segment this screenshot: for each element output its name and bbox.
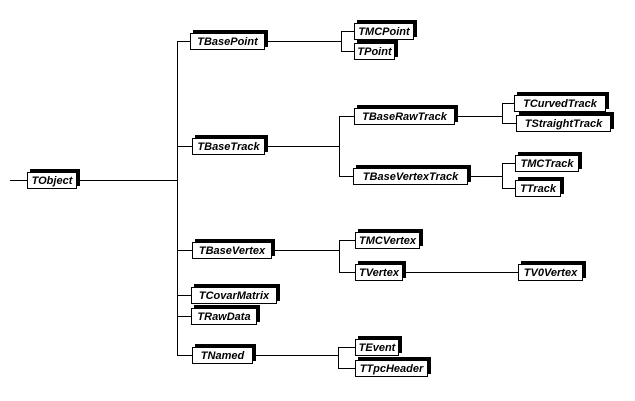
trunk-line xyxy=(177,41,178,355)
connector-trunk-trawdata xyxy=(177,316,191,317)
class-node-ttpcheader: TTpcHeader xyxy=(355,360,428,377)
class-node-tbasevertextrack: TBaseVertexTrack xyxy=(353,168,468,185)
connector-to-tevent xyxy=(338,347,355,348)
class-node-ttrack: TTrack xyxy=(515,180,561,197)
class-node-tpoint: TPoint xyxy=(354,43,395,60)
class-node-tstraighttrack: TStraightTrack xyxy=(516,115,611,132)
connector-to-tmctrack xyxy=(502,163,515,164)
connector-to-tvertex xyxy=(339,272,355,273)
class-node-tevent: TEvent xyxy=(355,339,399,356)
connector-left-stub xyxy=(10,180,27,181)
class-node-tmcpoint: TMCPoint xyxy=(354,23,414,40)
connector-tbasevertextrack-branch xyxy=(468,176,502,177)
connector-tvertex-tv0vertex xyxy=(403,272,518,273)
connector-tobject-trunk xyxy=(77,180,177,181)
connector-to-tbaserawtrack xyxy=(339,116,354,117)
branch-line-tbasevertextrack xyxy=(502,163,503,189)
connector-to-tstraighttrack xyxy=(502,123,516,124)
branch-line-tbaserawtrack xyxy=(502,103,503,124)
class-node-tvertex: TVertex xyxy=(355,264,403,281)
connector-to-tcurvedtrack xyxy=(502,103,514,104)
connector-trunk-tbasevertex xyxy=(177,250,192,251)
connector-trunk-tbasetrack xyxy=(177,146,192,147)
class-node-tbaserawtrack: TBaseRawTrack xyxy=(354,108,455,125)
class-node-tv0vertex: TV0Vertex xyxy=(518,264,583,281)
class-node-trawdata: TRawData xyxy=(191,308,257,325)
class-node-tbasetrack: TBaseTrack xyxy=(192,138,265,155)
connector-tnamed-branch xyxy=(253,355,338,356)
connector-tbasevertex-branch xyxy=(272,250,339,251)
connector-tbaserawtrack-branch xyxy=(455,116,502,117)
connector-tbasetrack-branch xyxy=(265,146,339,147)
connector-tbasepoint-branch xyxy=(265,41,341,42)
branch-line-tbasetrack xyxy=(339,116,340,177)
class-node-tobject: TObject xyxy=(27,172,77,189)
connector-to-tbasevertextrack xyxy=(339,176,353,177)
class-node-tmcvertex: TMCVertex xyxy=(355,232,420,249)
branch-line-tbasepoint xyxy=(341,31,342,52)
class-node-tnamed: TNamed xyxy=(192,347,253,364)
class-node-tcurvedtrack: TCurvedTrack xyxy=(514,95,606,112)
branch-line-tnamed xyxy=(338,347,339,369)
connector-to-ttpcheader xyxy=(338,368,355,369)
class-node-tmctrack: TMCTrack xyxy=(515,155,579,172)
connector-trunk-tbasepoint xyxy=(177,41,190,42)
connector-trunk-tnamed xyxy=(177,355,192,356)
connector-to-tpoint xyxy=(341,51,354,52)
connector-to-tmcvertex xyxy=(339,240,355,241)
class-node-tcovarmatrix: TCovarMatrix xyxy=(191,287,277,304)
connector-to-tmcpoint xyxy=(341,31,354,32)
branch-line-tbasevertex xyxy=(339,240,340,273)
connector-trunk-tcovarmatrix xyxy=(177,295,191,296)
class-node-tbasevertex: TBaseVertex xyxy=(192,242,272,259)
connector-to-ttrack xyxy=(502,188,515,189)
class-node-tbasepoint: TBasePoint xyxy=(190,33,265,50)
